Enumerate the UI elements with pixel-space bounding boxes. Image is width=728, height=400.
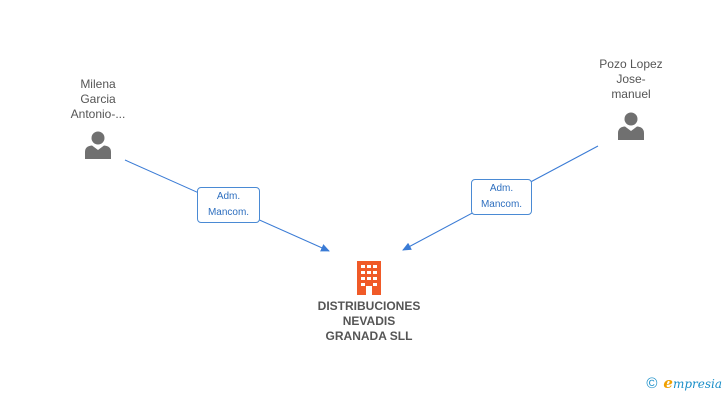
person-name-line: Garcia — [80, 92, 116, 106]
company-name-line: DISTRIBUCIONES — [317, 299, 421, 313]
edge-label-line: Adm. — [216, 191, 241, 202]
company-name: DISTRIBUCIONES NEVADIS GRANADA SLL — [298, 299, 440, 344]
person-name-line: Milena — [80, 77, 116, 91]
person-name: Pozo Lopez Jose- manuel — [591, 57, 671, 102]
brand-initial: e — [663, 374, 673, 392]
person-node-milena[interactable]: Milena Garcia Antonio-... — [58, 77, 138, 160]
edge-label-pozo[interactable]: Adm. Mancom. — [471, 179, 532, 215]
person-name-line: Jose- — [616, 72, 646, 86]
edge-label-line: Mancom. — [480, 199, 523, 210]
person-icon — [85, 131, 111, 159]
person-name-line: Pozo Lopez — [599, 57, 663, 71]
building-icon — [357, 261, 381, 295]
edge-label-line: Mancom. — [207, 207, 250, 218]
company-name-line: NEVADIS — [342, 314, 396, 328]
brand-rest: mpresia — [672, 377, 722, 391]
person-name-line: Antonio-... — [70, 107, 126, 121]
person-name: Milena Garcia Antonio-... — [58, 77, 138, 122]
edge-label-line: Adm. — [489, 183, 514, 194]
brand-footer[interactable]: © empresia — [646, 374, 722, 392]
brand-logo: empresia — [663, 374, 722, 392]
company-name-line: GRANADA SLL — [325, 329, 413, 343]
person-node-pozo[interactable]: Pozo Lopez Jose- manuel — [591, 57, 671, 141]
person-name-line: manuel — [611, 87, 651, 101]
person-icon — [618, 112, 644, 140]
edge-label-milena[interactable]: Adm. Mancom. — [197, 187, 260, 223]
copyright-icon: © — [646, 374, 658, 392]
company-node[interactable]: DISTRIBUCIONES NEVADIS GRANADA SLL — [298, 260, 440, 344]
